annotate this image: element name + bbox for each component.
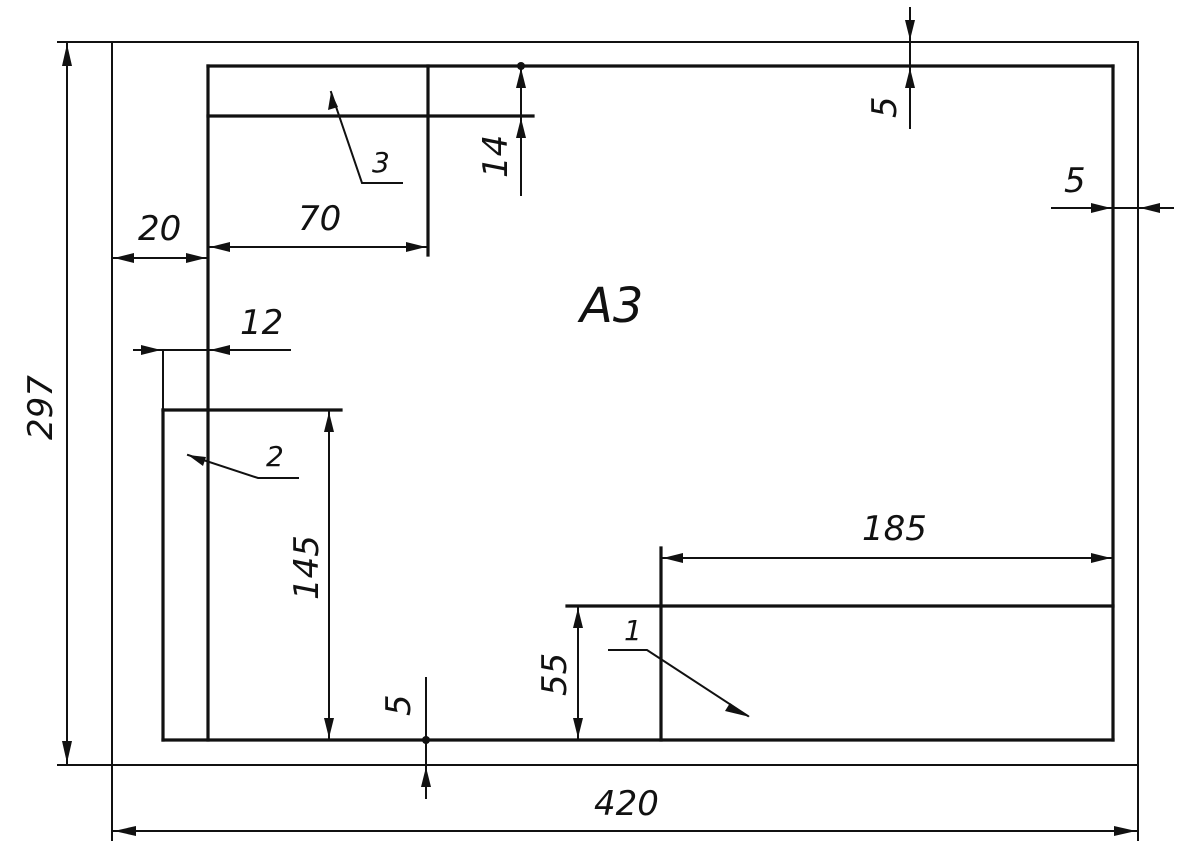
dimension-55-label: 55 (535, 653, 575, 696)
dimension-145-label: 145 (287, 535, 327, 600)
dimension-5-bottom: 5 (379, 677, 431, 799)
leader-3-label: 3 (372, 146, 390, 179)
drawing-frame (161, 64, 1115, 742)
dimension-297-label: 297 (21, 375, 61, 440)
dimension-297: 297 (21, 41, 113, 766)
dimension-145: 145 (287, 409, 334, 741)
dimension-185-label: 185 (862, 509, 927, 549)
dimension-420-label: 420 (594, 784, 659, 824)
sheet-outline (111, 41, 1139, 841)
dimension-55: 55 (535, 605, 583, 741)
leader-2: 2 (186, 440, 299, 479)
dimension-5-top-label: 5 (865, 96, 905, 118)
dimension-20: 20 (111, 209, 209, 263)
dimension-12-label: 12 (240, 303, 283, 343)
dimension-20-label: 20 (138, 209, 181, 249)
dimension-185: 185 (660, 509, 1114, 563)
leader-1-label: 1 (624, 614, 642, 647)
leader-2-label: 2 (266, 440, 284, 473)
dimension-14: 14 (476, 65, 526, 196)
title-block-box (565, 546, 1115, 742)
leader-1: 1 (608, 614, 750, 718)
dimension-14-label: 14 (476, 135, 516, 178)
dimension-420: 420 (111, 784, 1139, 836)
dimension-5-bottom-label: 5 (379, 694, 419, 716)
dimension-70-label: 70 (298, 199, 341, 239)
side-column-box (161, 349, 343, 742)
format-label: A3 (577, 278, 643, 334)
dimension-5-right-label: 5 (1064, 161, 1086, 201)
dimension-70: 70 (207, 199, 429, 252)
dimension-12: 12 (133, 303, 291, 355)
leader-3: 3 (328, 90, 403, 184)
dimension-5-right: 5 (1051, 161, 1174, 213)
dimension-5-top: 5 (865, 7, 915, 129)
